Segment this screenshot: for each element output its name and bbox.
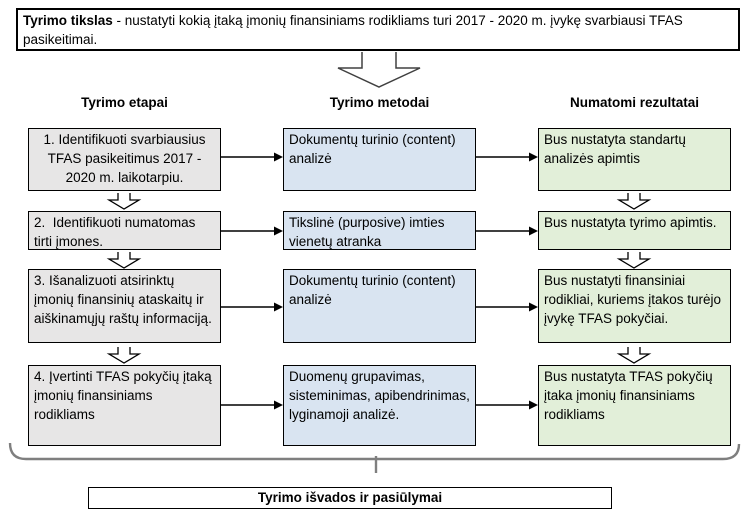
right-arrow-icon xyxy=(221,400,283,410)
stage-box-1: 1. Identifikuoti svarbiausius TFAS pasik… xyxy=(28,128,221,191)
right-arrow-icon xyxy=(476,400,538,410)
down-arrow-icon xyxy=(616,193,652,210)
stage-to-method-arrows xyxy=(221,152,283,410)
right-arrow-icon xyxy=(476,226,538,236)
method-box-4: Duomenų grupavimas, sisteminimas, apiben… xyxy=(283,365,476,446)
result-box-1: Bus nustatyta standartų analizės apimtis xyxy=(538,128,731,191)
column-header-stages: Tyrimo etapai xyxy=(81,95,168,110)
column-header-methods: Tyrimo metodai xyxy=(329,95,430,110)
stage-box-2: 2. Identifikuoti numatomas tirti įmones. xyxy=(28,211,221,250)
down-arrow-icon xyxy=(616,252,652,269)
method-box-2: Tikslinė (purposive) imties vienetų atra… xyxy=(283,211,476,250)
conclusions-box: Tyrimo išvados ir pasiūlymai xyxy=(88,487,612,509)
right-arrow-icon xyxy=(476,302,538,312)
result-box-2: Bus nustatyta tyrimo apimtis. xyxy=(538,211,731,250)
down-arrow-icon xyxy=(106,193,142,210)
method-to-result-arrows xyxy=(476,152,538,410)
stage-box-3: 3. Išanalizuoti atsirinktų įmonių finans… xyxy=(28,269,221,343)
research-goal-box: Tyrimo tikslas - nustatyti kokią įtaką į… xyxy=(16,8,740,51)
right-arrow-icon xyxy=(221,226,283,236)
brace-bracket xyxy=(8,442,741,473)
right-arrow-icon xyxy=(221,152,283,162)
big-down-arrow-icon xyxy=(337,52,421,88)
stage-box-4: 4. Įvertinti TFAS pokyčių įtaką įmonių f… xyxy=(28,365,221,446)
result-box-3: Bus nustatyti finansiniai rodikliai, kur… xyxy=(538,269,731,343)
down-arrow-icon xyxy=(616,347,652,364)
right-arrow-icon xyxy=(476,152,538,162)
method-box-1: Dokumentų turinio (content) analizė xyxy=(283,128,476,191)
right-arrow-icon xyxy=(221,302,283,312)
result-box-4: Bus nustatyta TFAS pokyčių įtaka įmonių … xyxy=(538,365,731,446)
research-goal-text: - nustatyti kokią įtaką įmonių finansini… xyxy=(23,13,687,47)
method-box-3: Dokumentų turinio (content) analizė xyxy=(283,269,476,343)
down-arrow-icon xyxy=(106,347,142,364)
research-goal-label: Tyrimo tikslas xyxy=(23,13,113,28)
column-header-results: Numatomi rezultatai xyxy=(569,95,700,110)
down-arrow-icon xyxy=(106,252,142,269)
